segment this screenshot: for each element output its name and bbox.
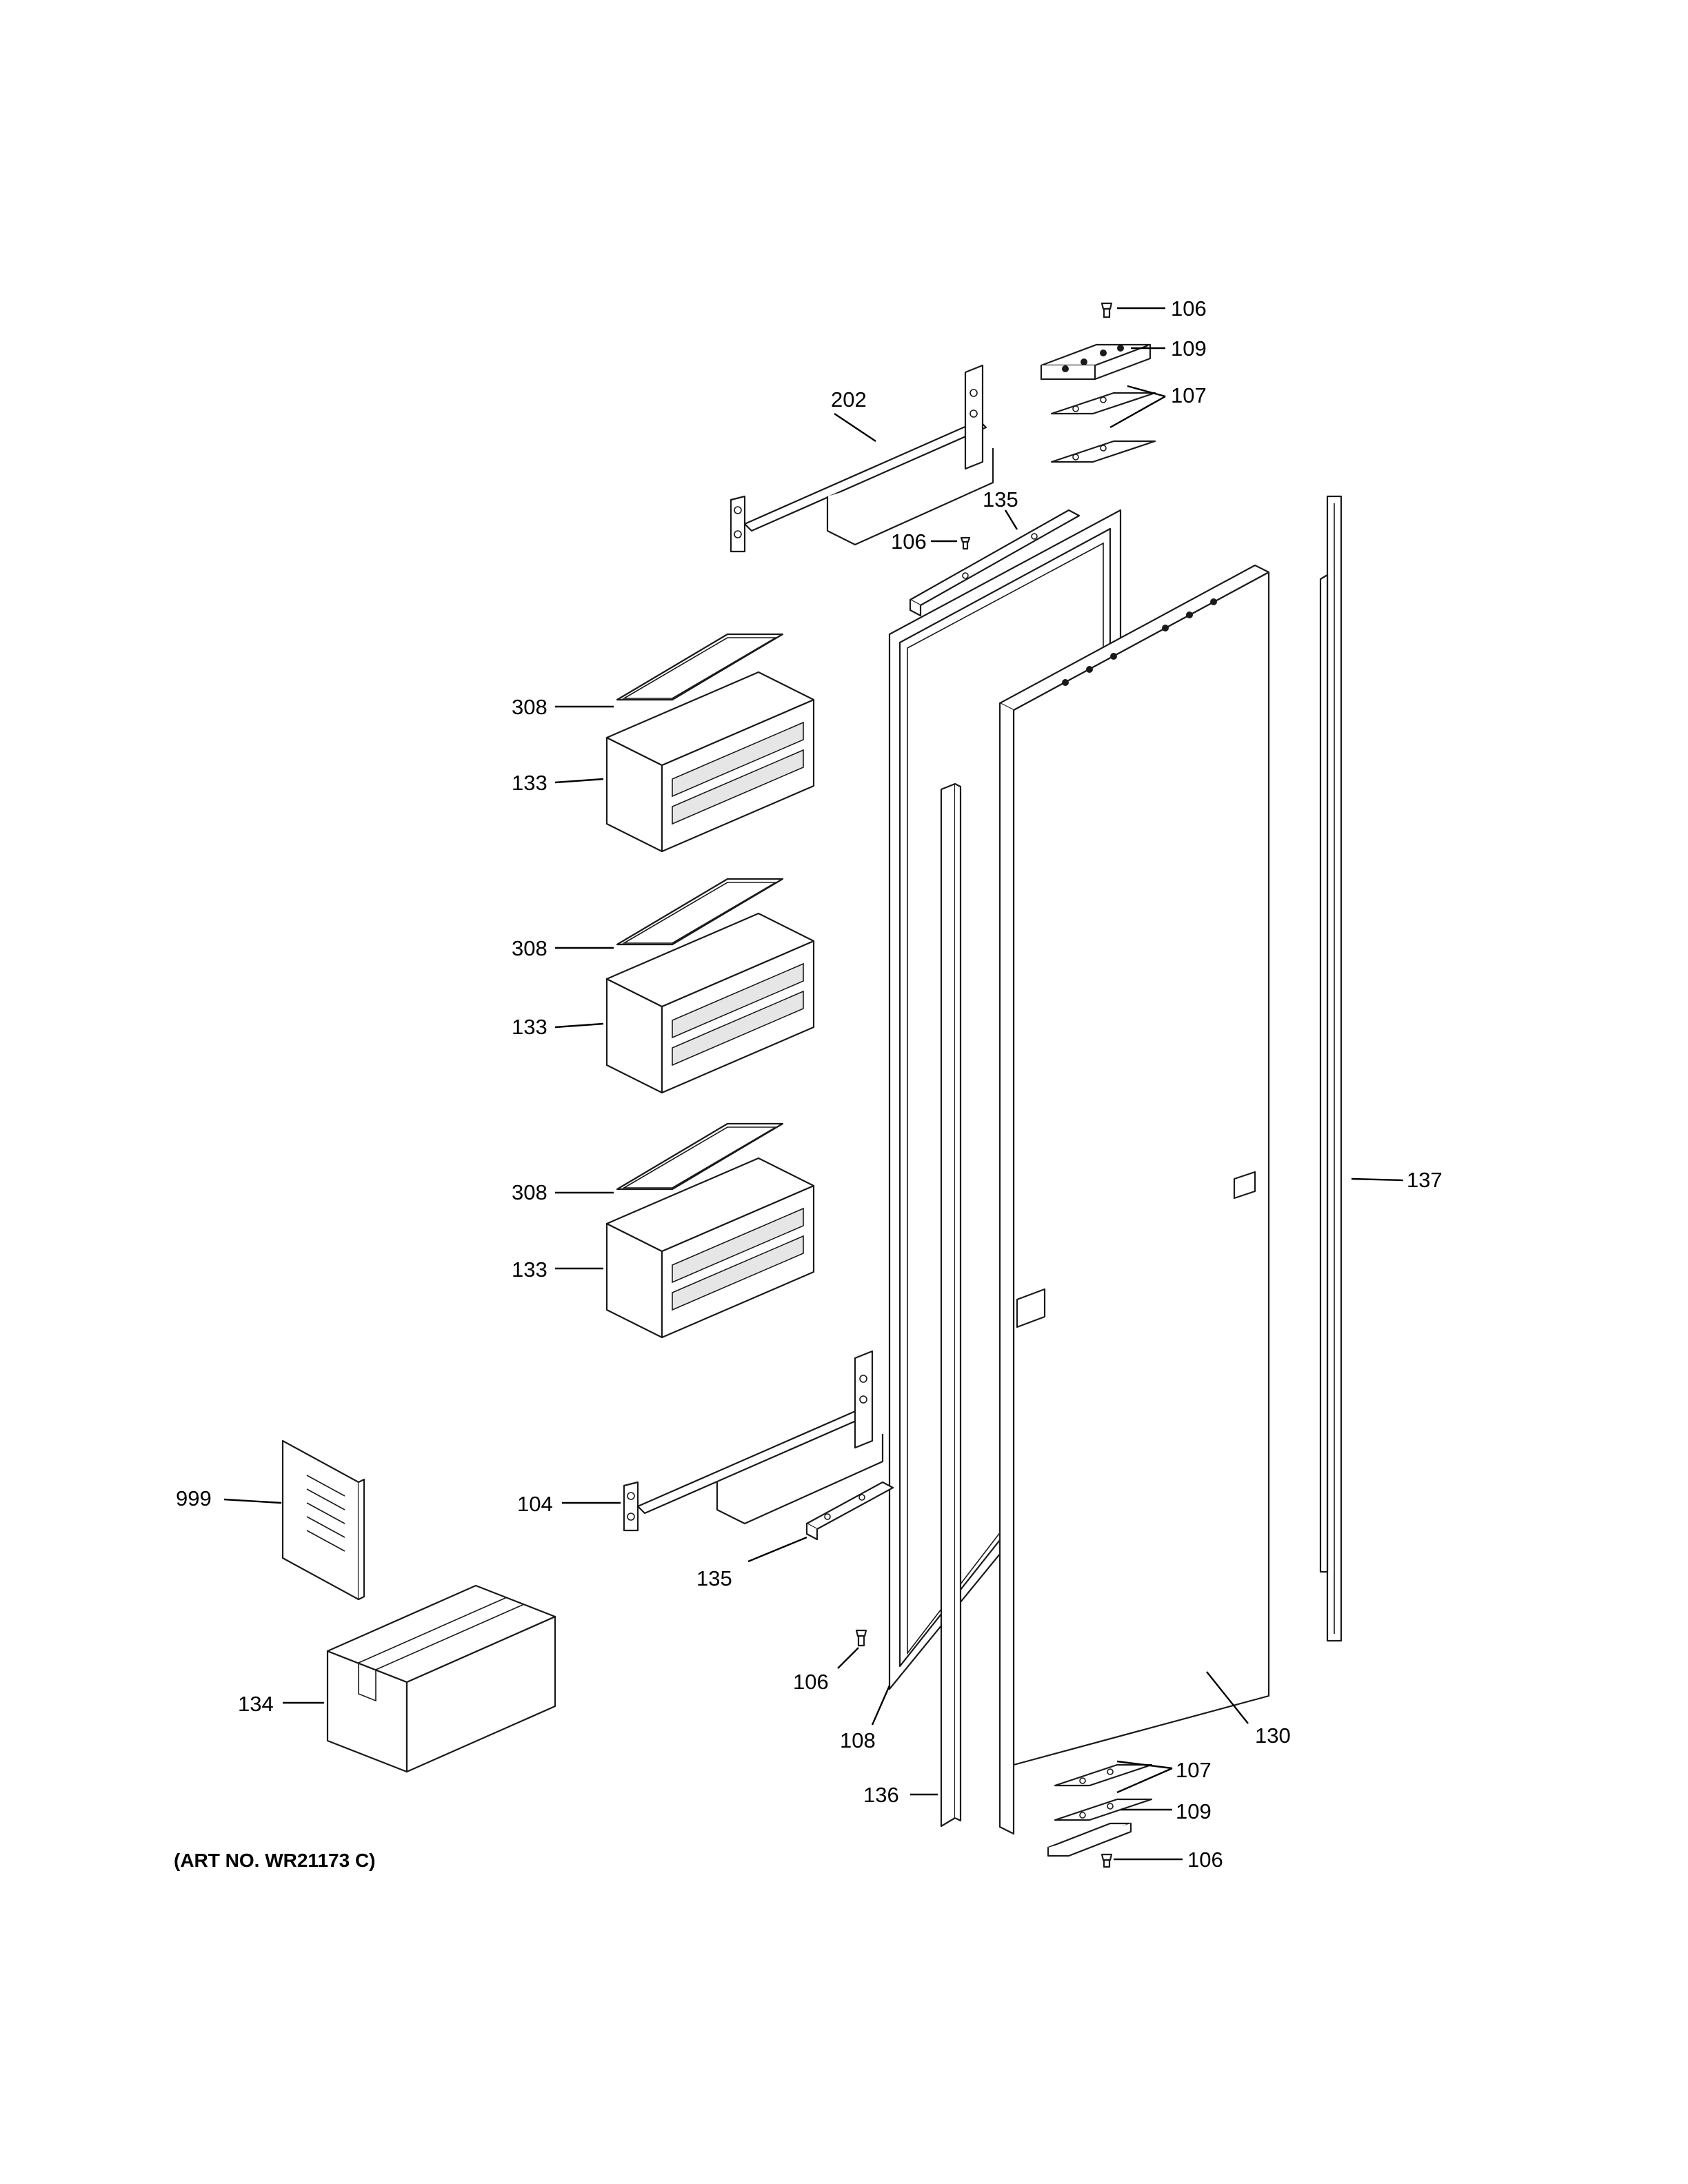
callout-136: 136: [863, 1783, 899, 1807]
callout-133-b: 133: [512, 1015, 547, 1039]
callout-135-top: 135: [983, 487, 1018, 512]
bottom-bracket: [623, 1350, 884, 1532]
callout-107-bottom: 107: [1176, 1758, 1212, 1782]
shelf-tray-2: [616, 878, 784, 946]
parts-box: [326, 1584, 556, 1773]
callout-106-low: 106: [793, 1670, 829, 1694]
door-top-holes: [1062, 598, 1217, 686]
callout-134: 134: [238, 1692, 274, 1716]
callout-130: 130: [1255, 1723, 1291, 1748]
callout-308-c: 308: [512, 1180, 547, 1204]
callout-106-mid: 106: [891, 529, 927, 554]
callout-133-a: 133: [512, 771, 547, 795]
callout-308-b: 308: [512, 936, 547, 960]
callout-133-c: 133: [512, 1257, 547, 1282]
leader-lines: [223, 307, 1404, 1861]
callout-308-a: 308: [512, 695, 547, 719]
hinge-screw-top: [1101, 302, 1113, 318]
callout-107-top: 107: [1171, 383, 1207, 407]
stop-bracket-top: [909, 509, 1081, 617]
callout-109-bottom: 109: [1176, 1799, 1212, 1823]
shelf-tray-1: [616, 633, 784, 701]
shelf-tray-3: [616, 1122, 784, 1191]
callout-108: 108: [840, 1728, 876, 1752]
callout-labels: 106 109 107 202 135 106 308 133 308 133 …: [176, 296, 1443, 1872]
callout-106-bottom: 106: [1187, 1848, 1223, 1872]
screw-mid: [960, 536, 971, 550]
top-bracket: [730, 364, 994, 553]
owners-manual: [281, 1439, 365, 1601]
callout-137: 137: [1407, 1168, 1443, 1192]
door-panel: [998, 564, 1270, 1835]
art-number: (ART NO. WR21173 C): [174, 1850, 376, 1871]
callout-109-top: 109: [1171, 336, 1207, 361]
door-bin-2: [605, 912, 815, 1094]
handle-trim-right: [1319, 495, 1343, 1642]
shim-bottom-lower: [1054, 1798, 1153, 1821]
trim-strip-left: [940, 782, 962, 1828]
stop-bracket-bottom: [805, 1481, 894, 1541]
shim-top-lower: [1050, 440, 1156, 463]
callout-104: 104: [517, 1492, 553, 1516]
callout-135-bottom: 135: [696, 1566, 732, 1590]
hinge-top: [1040, 343, 1152, 381]
screw-lower: [855, 1629, 867, 1647]
callout-202: 202: [831, 387, 867, 412]
door-bin-1: [605, 671, 815, 853]
hinge-bottom: [1047, 1822, 1132, 1857]
callout-999: 999: [176, 1486, 212, 1510]
shim-bottom-upper: [1054, 1763, 1153, 1787]
callout-106-top: 106: [1171, 296, 1207, 321]
hinge-screw-bottom: [1101, 1853, 1113, 1868]
door-bin-3: [605, 1157, 815, 1339]
